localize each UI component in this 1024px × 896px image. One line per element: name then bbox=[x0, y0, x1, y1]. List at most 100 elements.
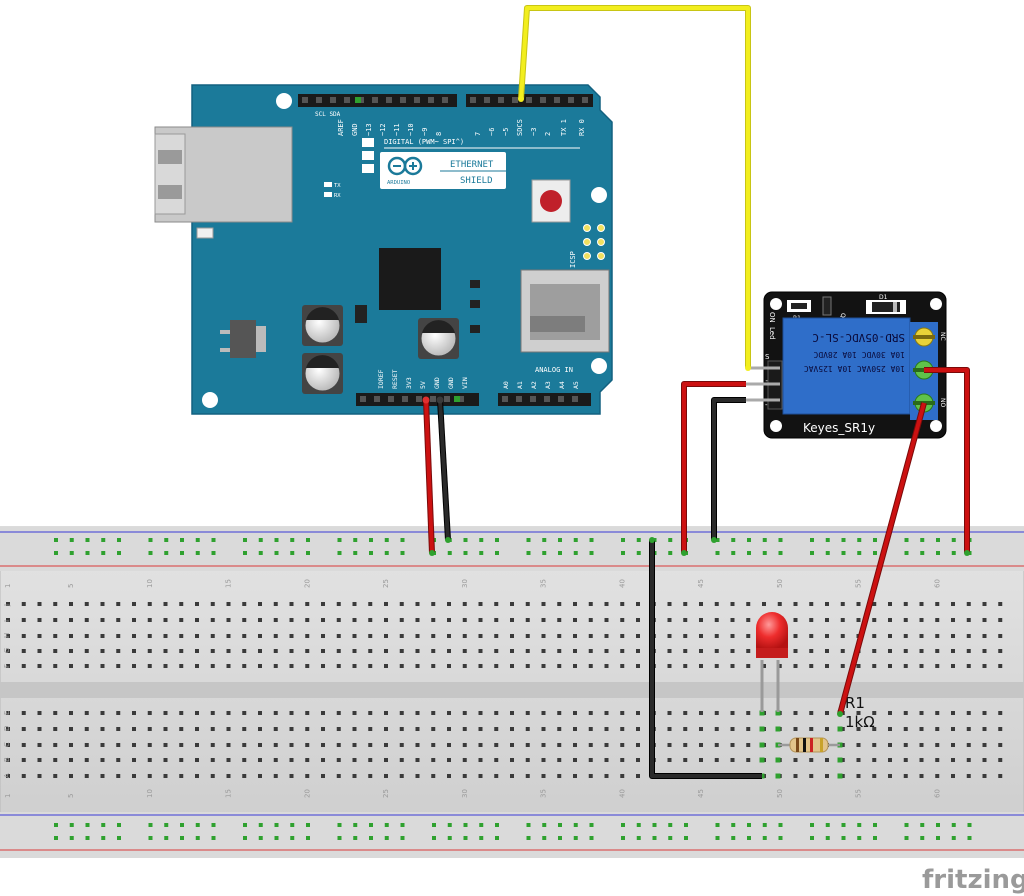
breadboard-hole bbox=[258, 649, 262, 653]
rail-hole bbox=[164, 836, 169, 840]
regulator-pin bbox=[220, 330, 230, 334]
header-pin bbox=[372, 97, 378, 103]
row-letter: J bbox=[3, 604, 11, 607]
breadboard-hole bbox=[242, 602, 247, 606]
reset-button-cap[interactable] bbox=[540, 190, 562, 212]
breadboard-hole bbox=[793, 774, 798, 778]
breadboard-hole bbox=[888, 758, 892, 762]
breadboard-hole bbox=[636, 743, 640, 747]
pin-label: RX 0 bbox=[578, 119, 586, 136]
header-pin bbox=[428, 97, 434, 103]
breadboard-hole bbox=[226, 743, 231, 747]
header-pin bbox=[302, 97, 308, 103]
breadboard-hole bbox=[116, 634, 121, 638]
breadboard-hole bbox=[415, 602, 420, 606]
breadboard-hole bbox=[84, 774, 89, 778]
relay-module: R1 Q1 D1 SRD-05VDC-SL-C 10A 30VDC 10A 28… bbox=[746, 291, 947, 439]
rail-hole bbox=[825, 551, 830, 555]
breadboard-hole bbox=[888, 649, 892, 653]
breadboard-hole bbox=[636, 602, 640, 606]
breadboard-hole bbox=[809, 711, 814, 715]
breadboard-hole bbox=[856, 711, 861, 715]
breadboard-hole bbox=[462, 774, 467, 778]
column-number: 35 bbox=[540, 789, 548, 798]
breadboard-hole bbox=[809, 634, 814, 638]
breadboard-hole bbox=[447, 758, 451, 762]
breadboard-hole bbox=[462, 634, 467, 638]
breadboard-hole bbox=[935, 602, 940, 606]
breadboard-hole bbox=[6, 727, 10, 731]
column-number: 1 bbox=[4, 584, 12, 588]
breadboard-hole bbox=[100, 618, 105, 622]
wire-end bbox=[745, 365, 751, 371]
breadboard-hole bbox=[872, 711, 877, 715]
breadboard-hole bbox=[415, 634, 420, 638]
breadboard-hole bbox=[525, 727, 530, 731]
mounting-hole bbox=[591, 358, 607, 374]
breadboard-hole bbox=[730, 711, 735, 715]
breadboard-hole bbox=[667, 618, 672, 622]
breadboard-hole bbox=[447, 743, 451, 747]
breadboard-hole bbox=[667, 743, 672, 747]
breadboard-hole bbox=[179, 743, 184, 747]
wire-end bbox=[429, 550, 435, 556]
breadboard-hole bbox=[258, 727, 262, 731]
breadboard-hole bbox=[604, 711, 609, 715]
breadboard-hole bbox=[541, 727, 546, 731]
rail-hole bbox=[715, 836, 720, 840]
row-letter: A bbox=[3, 773, 11, 778]
power-rail-bottom bbox=[0, 812, 1024, 858]
breadboard-hole bbox=[132, 618, 136, 622]
breadboard-hole bbox=[163, 618, 168, 622]
breadboard-hole bbox=[336, 727, 341, 731]
breadboard-hole bbox=[273, 664, 278, 668]
rail-hole bbox=[542, 836, 547, 840]
breadboard-hole bbox=[809, 774, 814, 778]
breadboard-hole bbox=[195, 774, 199, 778]
breadboard-hole bbox=[305, 774, 310, 778]
breadboard-hole bbox=[352, 664, 357, 668]
breadboard-hole bbox=[289, 602, 294, 606]
breadboard-hole bbox=[179, 727, 184, 731]
breadboard-hole bbox=[6, 664, 10, 668]
rail-hole bbox=[873, 836, 877, 840]
header-pin bbox=[568, 97, 574, 103]
breadboard-hole bbox=[305, 743, 310, 747]
breadboard-hole bbox=[525, 664, 530, 668]
resistor-name: R1 bbox=[845, 694, 865, 712]
smd-led bbox=[362, 151, 374, 160]
rail-hole bbox=[447, 836, 452, 840]
breadboard-hole bbox=[37, 774, 42, 778]
breadboard-hole bbox=[368, 618, 373, 622]
breadboard-hole bbox=[699, 758, 703, 762]
rail-hole bbox=[573, 551, 578, 555]
rail-hole bbox=[841, 538, 846, 542]
breadboard-hole bbox=[510, 758, 514, 762]
analog-pin-label: A5 bbox=[572, 381, 580, 389]
breadboard-hole bbox=[478, 649, 483, 653]
row-letter: G bbox=[3, 648, 11, 653]
breadboard-hole bbox=[368, 649, 373, 653]
breadboard-hole bbox=[699, 664, 703, 668]
breadboard-hole bbox=[903, 649, 908, 653]
breadboard-hole bbox=[6, 711, 10, 715]
rail-hole bbox=[920, 551, 925, 555]
breadboard-hole bbox=[903, 758, 908, 762]
header-pin bbox=[572, 396, 578, 402]
rail-hole bbox=[69, 551, 74, 555]
breadboard-hole bbox=[494, 727, 499, 731]
header-pin bbox=[544, 396, 550, 402]
rail-hole bbox=[936, 551, 940, 555]
breadboard-hole bbox=[588, 664, 593, 668]
wire-end bbox=[964, 550, 970, 556]
breadboard-hole bbox=[588, 649, 593, 653]
wire-end bbox=[518, 96, 524, 102]
breadboard-hole bbox=[100, 602, 105, 606]
rail-hole bbox=[369, 538, 373, 542]
breadboard-hole bbox=[84, 743, 89, 747]
rail-hole bbox=[85, 823, 90, 827]
rail-hole bbox=[904, 836, 909, 840]
breadboard-hole bbox=[431, 649, 436, 653]
